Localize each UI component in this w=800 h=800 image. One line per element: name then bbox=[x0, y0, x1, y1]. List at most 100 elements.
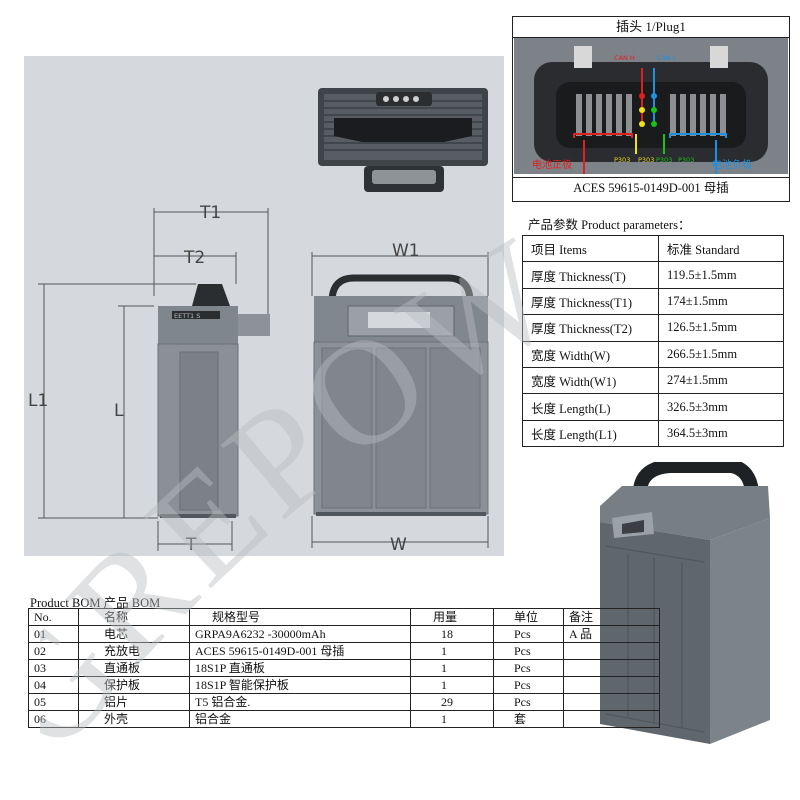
table-row: 04 保护板 18S1P 智能保护板 1 Pcs bbox=[28, 676, 660, 694]
params-heading: 产品参数 Product parameters： bbox=[528, 218, 691, 232]
bom-unit: Pcs bbox=[493, 659, 564, 677]
bom-qty: 18 bbox=[410, 625, 494, 643]
table-row: 01 电芯 GRPA9A6232 -30000mAh 18 Pcs A 品 bbox=[28, 625, 660, 643]
technical-drawing-panel: T1 T2 W1 L1 L T W EETT1 S bbox=[24, 56, 504, 556]
dim-label-w: W bbox=[390, 535, 407, 555]
bom-name: 铝片 bbox=[78, 693, 190, 711]
can-l-label: CAN L bbox=[657, 54, 677, 62]
pin-d-label: P303 bbox=[678, 156, 695, 164]
bom-header-name: 名称 bbox=[78, 608, 190, 626]
params-header-row: 项目 Items 标准 Standard bbox=[522, 234, 784, 263]
bom-spec: GRPA9A6232 -30000mAh bbox=[189, 625, 411, 643]
table-row: 02 充放电 ACES 59615-0149D-001 母插 1 Pcs bbox=[28, 642, 660, 660]
pin-b-label: P303 bbox=[638, 156, 655, 164]
bom-name: 电芯 bbox=[78, 625, 190, 643]
param-item: 宽度 Width(W1) bbox=[522, 366, 659, 395]
param-value: 266.5±1.5mm bbox=[658, 340, 784, 368]
bom-name: 保护板 bbox=[78, 676, 190, 694]
param-item: 厚度 Thickness(T) bbox=[522, 261, 659, 289]
bom-spec: 铝合金 bbox=[189, 710, 411, 728]
bom-note bbox=[563, 676, 660, 694]
bom-qty: 1 bbox=[410, 710, 494, 728]
side-view-device: EETT1 S bbox=[157, 284, 270, 518]
dimension-lines bbox=[38, 208, 489, 551]
dim-label-l1: L1 bbox=[28, 391, 48, 411]
table-row: 厚度 Thickness(T1)174±1.5mm bbox=[522, 287, 784, 316]
top-view-device bbox=[318, 88, 488, 192]
bom-qty: 1 bbox=[410, 659, 494, 677]
bom-spec: T5 铝合金. bbox=[189, 693, 411, 711]
bom-spec: ACES 59615-0149D-001 母插 bbox=[189, 642, 411, 660]
bom-name: 外壳 bbox=[78, 710, 190, 728]
bom-note bbox=[563, 659, 660, 677]
pin-c-label: P303 bbox=[656, 156, 673, 164]
bom-no: 05 bbox=[28, 693, 79, 711]
bom-qty: 1 bbox=[410, 676, 494, 694]
table-row: 厚度 Thickness(T)119.5±1.5mm bbox=[522, 261, 784, 289]
bom-unit: Pcs bbox=[493, 693, 564, 711]
dim-label-l: L bbox=[114, 401, 124, 421]
table-row: 厚度 Thickness(T2)126.5±1.5mm bbox=[522, 314, 784, 342]
bom-qty: 29 bbox=[410, 693, 494, 711]
technical-drawing: T1 T2 W1 L1 L T W EETT1 S bbox=[28, 88, 489, 555]
front-view-device bbox=[313, 274, 489, 516]
bom-qty: 1 bbox=[410, 642, 494, 660]
bom-header-spec: 规格型号 bbox=[189, 608, 411, 626]
bom-no: 04 bbox=[28, 676, 79, 694]
param-item: 长度 Length(L1) bbox=[522, 419, 659, 448]
params-header-item: 项目 Items bbox=[522, 234, 659, 263]
dim-label-t: T bbox=[185, 535, 197, 555]
positive-label: 电池正极 bbox=[532, 160, 572, 171]
bom-no: 06 bbox=[28, 710, 79, 728]
param-value: 126.5±1.5mm bbox=[658, 314, 784, 342]
bom-no: 01 bbox=[28, 625, 79, 643]
bom-unit: 套 bbox=[493, 710, 564, 728]
pin-a-label: P303 bbox=[614, 156, 631, 164]
table-row: 03 直通板 18S1P 直通板 1 Pcs bbox=[28, 659, 660, 677]
params-table: 项目 Items 标准 Standard 厚度 Thickness(T)119.… bbox=[522, 234, 784, 448]
side-view-label: EETT1 S bbox=[174, 312, 200, 320]
bom-note: A 品 bbox=[563, 625, 660, 643]
param-value: 119.5±1.5mm bbox=[658, 261, 784, 289]
bom-header-no: No. bbox=[28, 608, 79, 626]
bom-unit: Pcs bbox=[493, 676, 564, 694]
bom-spec: 18S1P 智能保护板 bbox=[189, 676, 411, 694]
bom-table: No. 名称 规格型号 用量 单位 备注 01 电芯 GRPA9A6232 -3… bbox=[28, 608, 660, 728]
dim-label-t1: T1 bbox=[199, 203, 221, 223]
bom-header-note: 备注 bbox=[563, 608, 660, 626]
plug-title: 插头 1/Plug1 bbox=[513, 17, 789, 38]
negative-label: 电池负极 bbox=[712, 160, 752, 171]
param-item: 长度 Length(L) bbox=[522, 393, 659, 421]
bom-note bbox=[563, 710, 660, 728]
table-row: 06 外壳 铝合金 1 套 bbox=[28, 710, 660, 728]
table-row: 长度 Length(L1)364.5±3mm bbox=[522, 419, 784, 448]
params-header-standard: 标准 Standard bbox=[658, 234, 784, 263]
bom-name: 充放电 bbox=[78, 642, 190, 660]
plug-caption: ACES 59615-0149D-001 母插 bbox=[513, 177, 789, 200]
bom-unit: Pcs bbox=[493, 625, 564, 643]
bom-header-row: No. 名称 规格型号 用量 单位 备注 bbox=[28, 608, 660, 626]
can-h-label: CAN H bbox=[614, 54, 635, 62]
param-value: 326.5±3mm bbox=[658, 393, 784, 421]
plug-photo: CAN H CAN L 电池正极 电池负极 P303 P303 P303 P30… bbox=[514, 38, 788, 174]
param-value: 174±1.5mm bbox=[658, 287, 784, 316]
table-row: 05 铝片 T5 铝合金. 29 Pcs bbox=[28, 693, 660, 711]
table-row: 长度 Length(L)326.5±3mm bbox=[522, 393, 784, 421]
bom-no: 03 bbox=[28, 659, 79, 677]
param-item: 厚度 Thickness(T1) bbox=[522, 287, 659, 316]
table-row: 宽度 Width(W)266.5±1.5mm bbox=[522, 340, 784, 368]
plug-info-box: 插头 1/Plug1 bbox=[512, 16, 790, 202]
bom-spec: 18S1P 直通板 bbox=[189, 659, 411, 677]
bom-name: 直通板 bbox=[78, 659, 190, 677]
bom-header-unit: 单位 bbox=[493, 608, 564, 626]
param-item: 宽度 Width(W) bbox=[522, 340, 659, 368]
bom-note bbox=[563, 642, 660, 660]
bom-unit: Pcs bbox=[493, 642, 564, 660]
bom-header-qty: 用量 bbox=[410, 608, 494, 626]
param-value: 274±1.5mm bbox=[658, 366, 784, 395]
bom-heading: Product BOM 产品 BOM bbox=[30, 596, 161, 610]
dim-label-t2: T2 bbox=[183, 248, 205, 268]
bom-no: 02 bbox=[28, 642, 79, 660]
table-row: 宽度 Width(W1)274±1.5mm bbox=[522, 366, 784, 395]
dim-label-w1: W1 bbox=[392, 241, 420, 261]
